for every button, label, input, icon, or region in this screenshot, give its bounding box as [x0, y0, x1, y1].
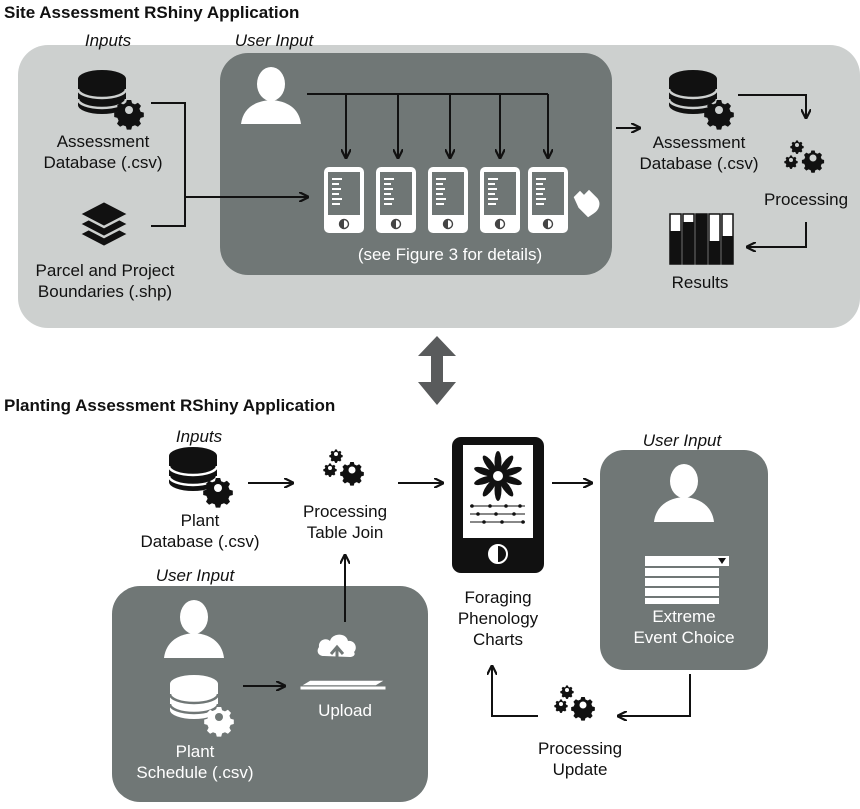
upload-label: Upload: [318, 701, 372, 720]
tablet-icon-3: [427, 166, 469, 234]
join-label-2: Table Join: [306, 523, 384, 542]
output-db-label-1: Assessment: [652, 133, 746, 152]
parcel-label-1: Parcel and Project: [35, 261, 175, 280]
schedule-user-input-heading: User Input: [155, 566, 235, 585]
extreme-label-1: Extreme: [652, 607, 716, 626]
plant-db-label-2: Database (.csv): [140, 532, 260, 551]
figure-note: (see Figure 3 for details): [357, 245, 543, 264]
charts-label-1: Foraging: [464, 588, 532, 607]
extreme-user-input-heading: User Input: [642, 431, 722, 450]
extreme-label-2: Event Choice: [633, 628, 735, 647]
tablet-icon-4: [479, 166, 521, 234]
assessment-db-label-1: Assessment: [56, 132, 150, 151]
tablet-icon-2: [375, 166, 417, 234]
processing-to-results-arrow: [747, 222, 807, 247]
tablet-icon-5: [527, 166, 569, 234]
charts-label-3: Charts: [472, 630, 524, 649]
user-input-to-update-arrow: [618, 674, 691, 716]
phenology-tablet-icon: [452, 437, 544, 573]
parcel-label-2: Boundaries (.shp): [37, 282, 173, 301]
plant-database-icon: [167, 447, 233, 508]
update-gears-icon: [554, 685, 595, 721]
table-join-gears-icon: [323, 449, 364, 486]
assessment-db-label-2: Database (.csv): [43, 153, 163, 172]
site-user-input-heading: User Input: [234, 31, 314, 50]
results-chart-icon: [669, 213, 734, 265]
planting-app-title: Planting Assessment RShiny Application: [4, 396, 336, 415]
plant-db-label-1: Plant: [180, 511, 220, 530]
hand-pointer-icon: [572, 188, 601, 219]
update-to-charts-arrow: [492, 666, 538, 717]
db-to-processing-arrow: [738, 94, 806, 118]
user-silhouette-right-icon: [654, 464, 714, 522]
update-label-1: Processing: [537, 739, 623, 758]
assessment-database-icon: [76, 70, 144, 130]
processing-label: Processing: [763, 190, 849, 209]
join-label-1: Processing: [302, 502, 388, 521]
dropdown-list-icon: [645, 556, 729, 604]
update-label-2: Update: [552, 760, 608, 779]
planting-inputs-heading: Inputs: [175, 427, 223, 446]
user-input-distribution-arrows: [307, 93, 548, 158]
bidirectional-link-arrow: [418, 336, 456, 405]
schedule-label-1: Plant: [175, 742, 215, 761]
cloud-upload-icon: [297, 634, 389, 691]
tablet-icon-1: [323, 166, 365, 234]
schedule-label-2: Schedule (.csv): [136, 763, 254, 782]
processing-gears-icon: [784, 140, 825, 173]
results-label: Results: [671, 273, 729, 292]
inputs-bracket-arrow: [151, 102, 308, 227]
output-database-icon: [667, 70, 734, 130]
site-app-title: Site Assessment RShiny Application: [4, 3, 300, 22]
user-silhouette-icon: [241, 67, 301, 124]
site-inputs-heading: Inputs: [84, 31, 132, 50]
user-silhouette-left-icon: [164, 600, 224, 658]
output-db-label-2: Database (.csv): [639, 154, 759, 173]
parcel-layers-icon: [76, 199, 132, 249]
charts-label-2: Phenology: [457, 609, 539, 628]
plant-schedule-database-icon: [168, 675, 234, 737]
